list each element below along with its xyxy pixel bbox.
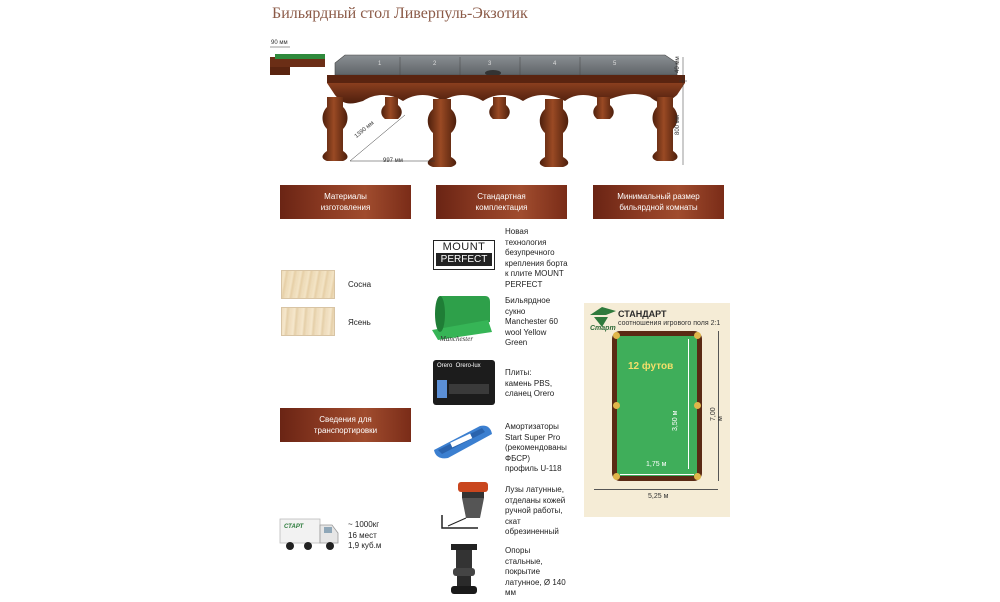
rail-profile-icon [270,46,325,75]
page-title: Бильярдный стол Ливерпуль-Экзотик [272,5,528,22]
wood-swatch-pine [281,270,335,299]
dim-slate: 40 мм [675,56,681,73]
banner-materials: Материалы изготовления [280,185,411,219]
billiard-table-illustration [270,46,687,167]
dim-length-segment: 997 мм [383,158,403,164]
dim-height: 800 мм [675,115,681,135]
kit-text-pockets: Лузы латунные, отделаны кожей ручной раб… [505,485,566,536]
table-diagram: 90 мм 1 2 3 4 5 1390 мм 997 мм 40 мм 800… [265,35,695,170]
cushion-rubber-icon [430,420,495,460]
pocket-icon [613,402,620,409]
pocket-number-5: 5 [613,61,617,67]
kit-text-plates: Плиты: камень PBS, сланец Orero [505,368,555,398]
dim-room-width: 5,25 м [648,493,669,500]
dim-inner-length: 3,50 м [672,410,679,431]
room-subheading: соотношения игрового поля 2:1 [618,320,721,327]
room-heading: СТАНДАРТ [618,309,667,319]
banner-transport: Сведения для транспортировки [280,408,411,442]
pocket-icon [694,332,701,339]
table-leg-support-icon [447,542,481,597]
pocket-net-icon [438,480,493,535]
wood-swatch-ash [281,307,335,336]
kit-text-mount: Новая технология безупречного крепления … [505,227,568,289]
kit-text-cushion: Амортизаторы Start Super Pro (рекомендов… [505,422,567,473]
dim-rail-width: 90 мм [271,40,288,46]
pocket-number-4: 4 [553,61,557,67]
kit-text-supports: Опоры стальные, покрытие латунное, Ø 140… [505,546,566,597]
material-label-pine: Сосна [348,280,372,289]
pocket-number-1: 1 [378,61,382,67]
kit-text-cloth: Бильярдное сукно Manchester 60 wool Yell… [505,296,558,347]
pocket-icon [613,332,620,339]
start-logo-icon [590,307,616,327]
truck-icon: СТАРТ [278,515,340,553]
room-brand: Старт [590,325,616,332]
banner-standard-kit: Стандартная комплектация [436,185,567,219]
material-label-ash: Ясень [348,318,371,327]
banner-min-room: Минимальный размер бильярдной комнаты [593,185,724,219]
transport-info: ~ 1000кг 16 мест 1,9 куб.м [348,520,382,550]
room-size-panel: Старт СТАНДАРТ соотношения игрового поля… [584,303,730,517]
pocket-number-2: 2 [433,61,437,67]
slate-plates-icon: Orero Orero-lux [433,360,495,405]
mount-perfect-logo: MOUNT PERFECT [433,240,495,270]
cloth-roll-icon: Manchester [430,292,495,347]
pocket-icon [694,473,701,480]
pocket-icon [613,473,620,480]
dim-room-length: 7,00 м [710,407,724,421]
dim-inner-width: 1,75 м [646,461,667,468]
pocket-number-3: 3 [488,61,492,67]
pocket-icon [694,402,701,409]
table-size-label: 12 футов [628,361,674,372]
pool-table-field: 12 футов 3,50 м 1,75 м [612,331,702,481]
